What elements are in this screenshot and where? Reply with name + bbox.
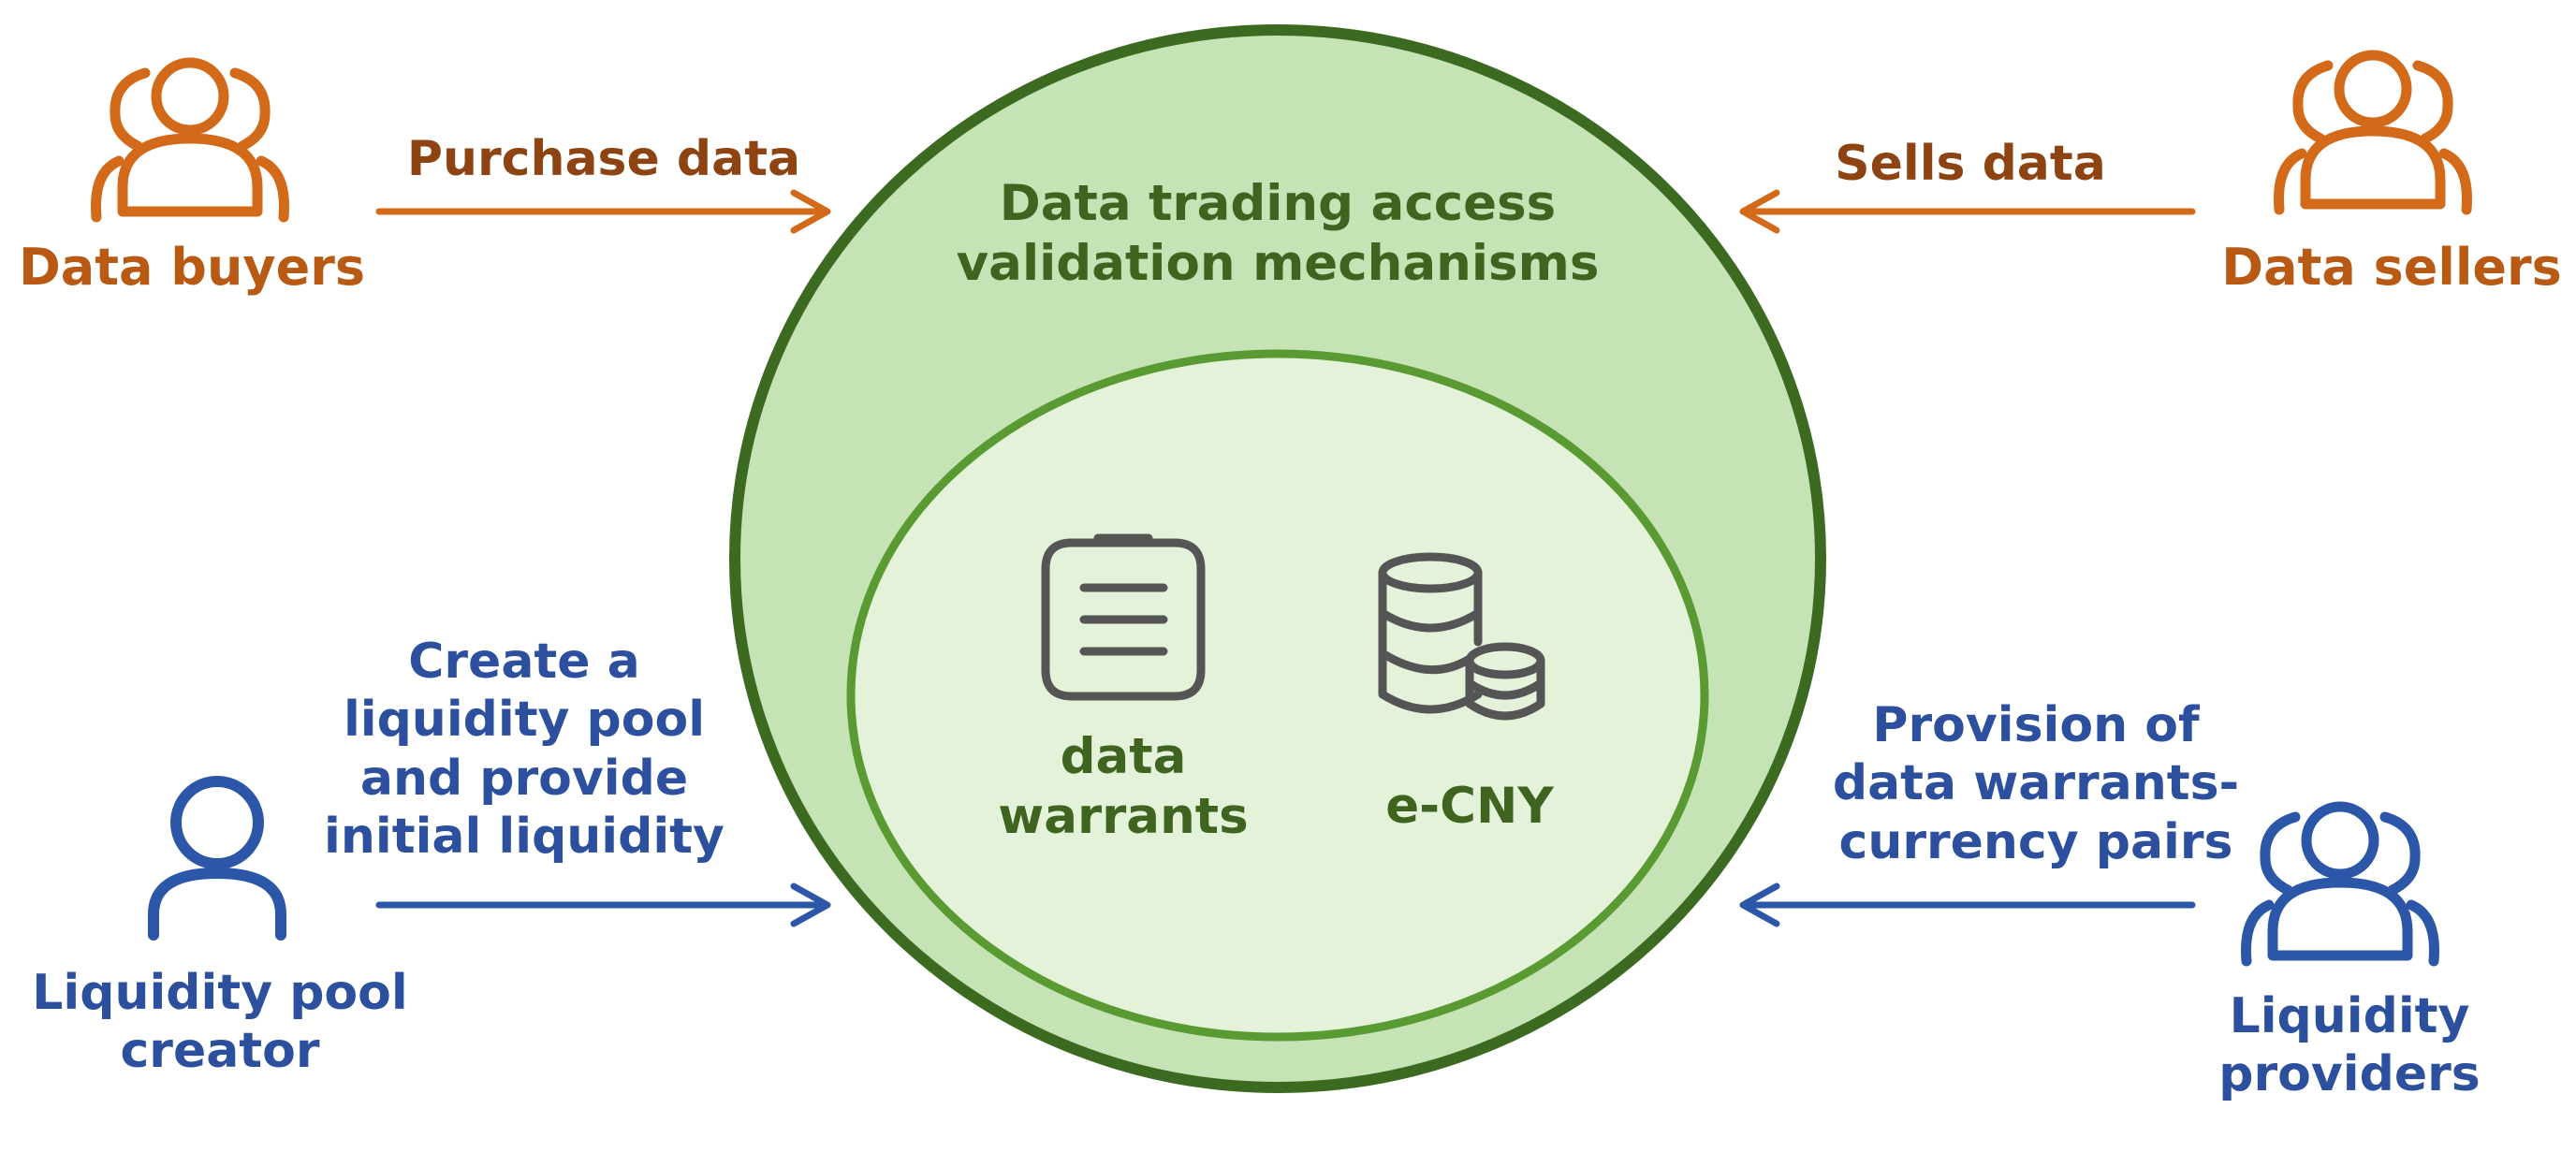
node-label-providers: Liquidity providers: [2144, 987, 2555, 1104]
inner-circle: [846, 349, 1709, 1042]
item-label-line: warrants: [998, 787, 1249, 845]
arrow-create: [375, 883, 831, 927]
edge-label-line: initial liquidity: [324, 809, 724, 866]
edge-label-line: Create a: [408, 634, 640, 690]
edge-label-line: and provide: [359, 750, 689, 807]
arrow-sells: [1739, 189, 2196, 234]
node-label-line: creator: [120, 1023, 320, 1080]
edge-label-create: Create a liquidity pool and provide init…: [309, 633, 739, 867]
edge-label-purchase: Purchase data: [406, 131, 801, 187]
coin-stack-icon: [1378, 552, 1545, 721]
edge-label-provision: Provision of data warrants- currency pai…: [1802, 696, 2270, 871]
node-label-line: providers: [2218, 1046, 2481, 1103]
edge-label-line: currency pairs: [1838, 813, 2233, 870]
item-label-line: data: [1060, 728, 1187, 785]
user-group-icon: [91, 57, 289, 223]
node-label-line: Liquidity pool: [32, 965, 408, 1021]
outer-title: Data trading access validation mechanism…: [903, 174, 1652, 293]
user-group-icon: [2274, 50, 2472, 215]
node-label-buyers: Data buyers: [18, 238, 365, 297]
item-label-line: e-CNY: [1385, 778, 1554, 835]
edge-label-line: data warrants-: [1832, 755, 2240, 812]
item-label-data-warrants: data warrants: [936, 727, 1310, 846]
arrow-provision: [1739, 883, 2196, 927]
node-label-sellers: Data sellers: [2221, 238, 2562, 297]
node-label-pool-creator: Liquidity pool creator: [0, 964, 440, 1081]
arrow-purchase: [375, 189, 831, 234]
outer-title-line: validation mechanisms: [956, 234, 1600, 292]
edge-label-line: Provision of: [1872, 697, 2200, 753]
user-icon: [148, 776, 286, 941]
item-label-ecny: e-CNY: [1282, 777, 1657, 837]
edge-label-line: liquidity pool: [343, 692, 706, 749]
outer-title-line: Data trading access: [999, 175, 1557, 232]
user-group-icon: [2241, 801, 2439, 967]
clipboard-icon: [1041, 533, 1206, 701]
edge-label-sells: Sells data: [1835, 136, 2106, 192]
node-label-line: Liquidity: [2229, 988, 2470, 1044]
